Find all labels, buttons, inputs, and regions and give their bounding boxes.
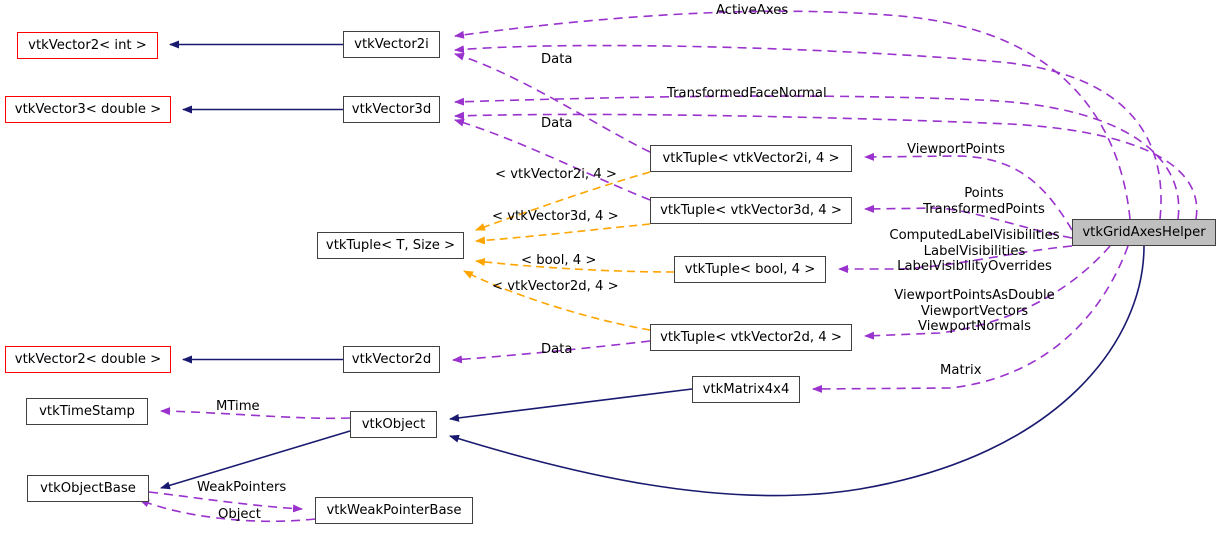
node-vtkTuple-T-Size[interactable]: vtkTuple< T, Size > [317, 232, 464, 259]
edge-usage-tuple3d-data [454, 118, 651, 201]
node-label: vtkMatrix4x4 [702, 381, 790, 397]
edge-usage-data-vector3d [454, 111, 1198, 220]
edge-usage-activeaxes [454, 10, 1131, 220]
edge-tupleVector2d4-to-vtkTupleTSize [463, 270, 651, 331]
inheritance-edges [160, 40, 1145, 497]
node-vtkWeakPointerBase[interactable]: vtkWeakPointerBase [315, 497, 473, 524]
node-vtkVector2-int[interactable]: vtkVector2< int > [17, 32, 158, 59]
node-label: vtkObject [361, 416, 426, 432]
node-vtkTuple-vtkVector3d-4[interactable]: vtkTuple< vtkVector3d, 4 > [650, 197, 852, 224]
node-label: vtkVector2i [354, 36, 429, 52]
node-label: vtkTimeStamp [39, 403, 135, 419]
edge-usage-transformedfacenormal [454, 95, 1180, 220]
node-vtkVector2-double[interactable]: vtkVector2< double > [5, 346, 171, 373]
node-vtkTuple-vtkVector2d-4[interactable]: vtkTuple< vtkVector2d, 4 > [650, 324, 852, 351]
node-label: vtkTuple< vtkVector2i, 4 > [662, 150, 840, 166]
node-label: vtkTuple< bool, 4 > [684, 261, 816, 277]
edge-usage-data-vector2i [454, 44, 1162, 220]
edge-usage-tuple2i-data [454, 52, 651, 153]
node-vtkVector3d[interactable]: vtkVector3d [343, 96, 440, 123]
usage-edges [139, 10, 1198, 523]
node-vtkGridAxesHelper[interactable]: vtkGridAxesHelper [1072, 219, 1216, 246]
node-label: vtkWeakPointerBase [326, 502, 462, 518]
node-label: vtkVector3< double > [14, 101, 162, 117]
node-vtkTimeStamp[interactable]: vtkTimeStamp [26, 398, 148, 425]
node-label: vtkTuple< vtkVector2d, 4 > [660, 329, 842, 345]
node-vtkTuple-vtkVector2i-4[interactable]: vtkTuple< vtkVector2i, 4 > [650, 145, 852, 172]
node-vtkObject[interactable]: vtkObject [350, 411, 437, 438]
edge-usage-viewportdouble [864, 245, 1111, 340]
node-label: vtkTuple< vtkVector3d, 4 > [660, 202, 842, 218]
node-label: vtkObjectBase [40, 480, 136, 496]
node-label: vtkTuple< T, Size > [325, 237, 456, 253]
edge-usage-points [864, 204, 1073, 239]
edge-usage-viewportpoints [864, 152, 1073, 231]
node-label: vtkVector2< int > [28, 37, 147, 53]
edge-vtkObject-to-vtkObjectBase [160, 430, 351, 490]
edge-vtkMatrix4x4-to-vtkObject [449, 388, 693, 422]
edge-usage-matrix [812, 245, 1129, 393]
edge-usage-mtime [160, 407, 351, 420]
node-vtkObjectBase[interactable]: vtkObjectBase [27, 475, 149, 502]
node-label: vtkVector2d [351, 351, 432, 367]
node-vtkVector3-double[interactable]: vtkVector3< double > [5, 96, 171, 123]
edge-tupleVector3d4-to-vtkTupleTSize [475, 223, 651, 245]
node-vtkVector2i[interactable]: vtkVector2i [343, 31, 440, 58]
node-label: vtkVector3d [351, 101, 432, 117]
node-label: vtkGridAxesHelper [1082, 224, 1206, 240]
node-vtkMatrix4x4[interactable]: vtkMatrix4x4 [692, 376, 800, 403]
node-label: vtkVector2< double > [14, 351, 162, 367]
edge-usage-weakpointers [148, 491, 303, 513]
edge-tupleVector2i4-to-vtkTupleTSize [475, 171, 651, 231]
edge-usage-labelvisibilities [838, 245, 1073, 273]
node-vtkTuple-bool-4[interactable]: vtkTuple< bool, 4 > [674, 256, 826, 283]
node-vtkVector2d[interactable]: vtkVector2d [343, 346, 440, 373]
edge-usage-object [139, 499, 316, 523]
edge-usage-tuple2d-data [452, 340, 651, 364]
edge-tupleBool4-to-vtkTupleTSize [475, 258, 675, 273]
edge-vtkGridAxesHelper-to-vtkObject [449, 245, 1145, 497]
template-instantiation-edges [463, 171, 675, 331]
